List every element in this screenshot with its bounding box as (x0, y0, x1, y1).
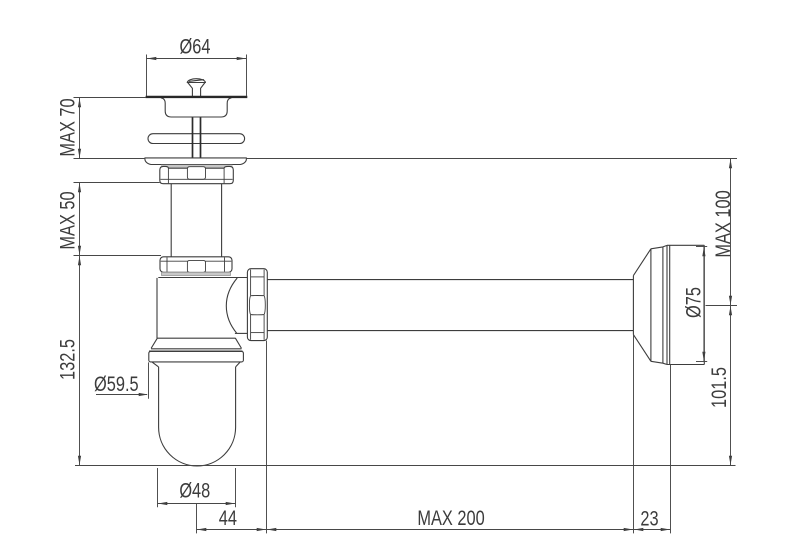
svg-text:MAX 70: MAX 70 (56, 98, 79, 156)
svg-text:101.5: 101.5 (707, 367, 730, 408)
svg-text:Ø48: Ø48 (179, 479, 210, 502)
svg-text:Ø64: Ø64 (180, 34, 211, 57)
svg-text:44: 44 (219, 506, 237, 529)
svg-text:Ø59.5: Ø59.5 (94, 372, 139, 395)
svg-text:Ø75: Ø75 (682, 287, 705, 318)
svg-text:MAX 100: MAX 100 (711, 190, 734, 257)
svg-text:23: 23 (640, 507, 658, 530)
svg-text:132.5: 132.5 (56, 339, 79, 380)
svg-text:MAX 50: MAX 50 (56, 191, 79, 249)
svg-text:MAX 200: MAX 200 (417, 506, 484, 529)
